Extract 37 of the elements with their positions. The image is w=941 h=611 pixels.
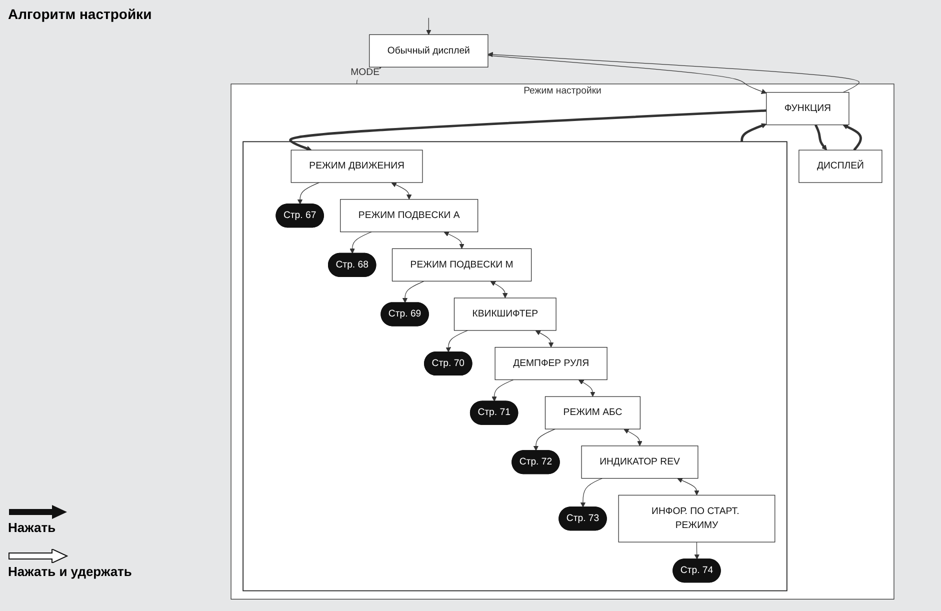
edge-label: MODE bbox=[350, 67, 380, 78]
node-box: ФУНКЦИЯ bbox=[766, 92, 850, 126]
legend-label: Нажать bbox=[8, 520, 56, 535]
arrow bbox=[492, 379, 514, 402]
node-box: РЕЖИМ ПОДВЕСКИ А bbox=[340, 199, 478, 232]
arrow bbox=[402, 280, 425, 304]
node-box: РЕЖИМ ПОДВЕСКИ М bbox=[392, 248, 532, 282]
arrow bbox=[391, 182, 412, 200]
arrow bbox=[624, 428, 642, 446]
arrow bbox=[488, 55, 767, 94]
node-box: ДЕМПФЕР РУЛЯ bbox=[494, 346, 608, 380]
arrow bbox=[446, 330, 468, 352]
arrow bbox=[578, 380, 596, 397]
node-box: ДИСПЛЕЙ bbox=[798, 150, 882, 183]
node-box: Обычный дисплей bbox=[369, 34, 488, 68]
arrow bbox=[426, 18, 432, 35]
diagram-title: Алгоритм настройки bbox=[8, 6, 152, 22]
node-box: КВИКШИФТЕР bbox=[454, 298, 556, 331]
arrow bbox=[580, 478, 602, 508]
arrow bbox=[814, 124, 828, 150]
node-box: РЕЖИМ АБС bbox=[544, 396, 640, 430]
arrow bbox=[490, 281, 508, 298]
arrow bbox=[488, 52, 860, 93]
cluster bbox=[242, 141, 788, 592]
node-box: РЕЖИМ ДВИЖЕНИЯ bbox=[290, 150, 423, 183]
arrow bbox=[533, 428, 556, 451]
arrow bbox=[535, 330, 554, 348]
arrow bbox=[290, 109, 766, 151]
legend-label: Нажать и удержать bbox=[8, 564, 132, 579]
node-box: ИНДИКАТОР REV bbox=[581, 446, 698, 479]
arrow bbox=[842, 124, 862, 151]
arrow bbox=[297, 182, 320, 204]
arrow bbox=[694, 542, 700, 560]
arrow bbox=[677, 478, 700, 496]
arrow bbox=[350, 232, 372, 254]
arrow bbox=[444, 232, 464, 249]
node-box: ИНФОР. ПО СТАРТ. РЕЖИМУ bbox=[618, 494, 776, 542]
